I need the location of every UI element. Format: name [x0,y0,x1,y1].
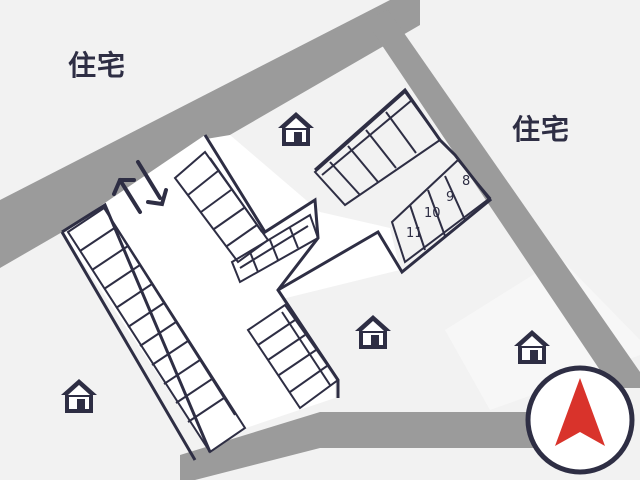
stall-row-top-right [313,90,442,207]
main-road [0,0,420,268]
house-icon [61,379,97,413]
parking-space-number: 9 [446,190,455,205]
bottom-road [180,412,560,480]
stall-row-left [66,206,247,454]
parking-space-number: 8 [462,174,471,189]
parking-space-number: 10 [424,206,441,221]
area-label-residential: 住宅 [512,113,571,146]
parking-space-number: 11 [406,226,423,241]
lot-boundary-left-outer [60,231,197,461]
house-icon [278,112,314,146]
stall-row-numbered [390,158,492,264]
lot-surface-inner [200,135,400,300]
stall-row-lower [246,303,340,410]
side-road [365,10,640,388]
house-icon [514,330,550,364]
north-compass-icon [525,365,635,475]
house-icon [355,315,391,349]
area-label-residential: 住宅 [68,49,127,82]
stall-row-middle [173,150,320,284]
lot-surface [62,135,335,452]
lot-boundary-left [61,202,212,453]
two-way-arrow-icon [112,160,168,214]
